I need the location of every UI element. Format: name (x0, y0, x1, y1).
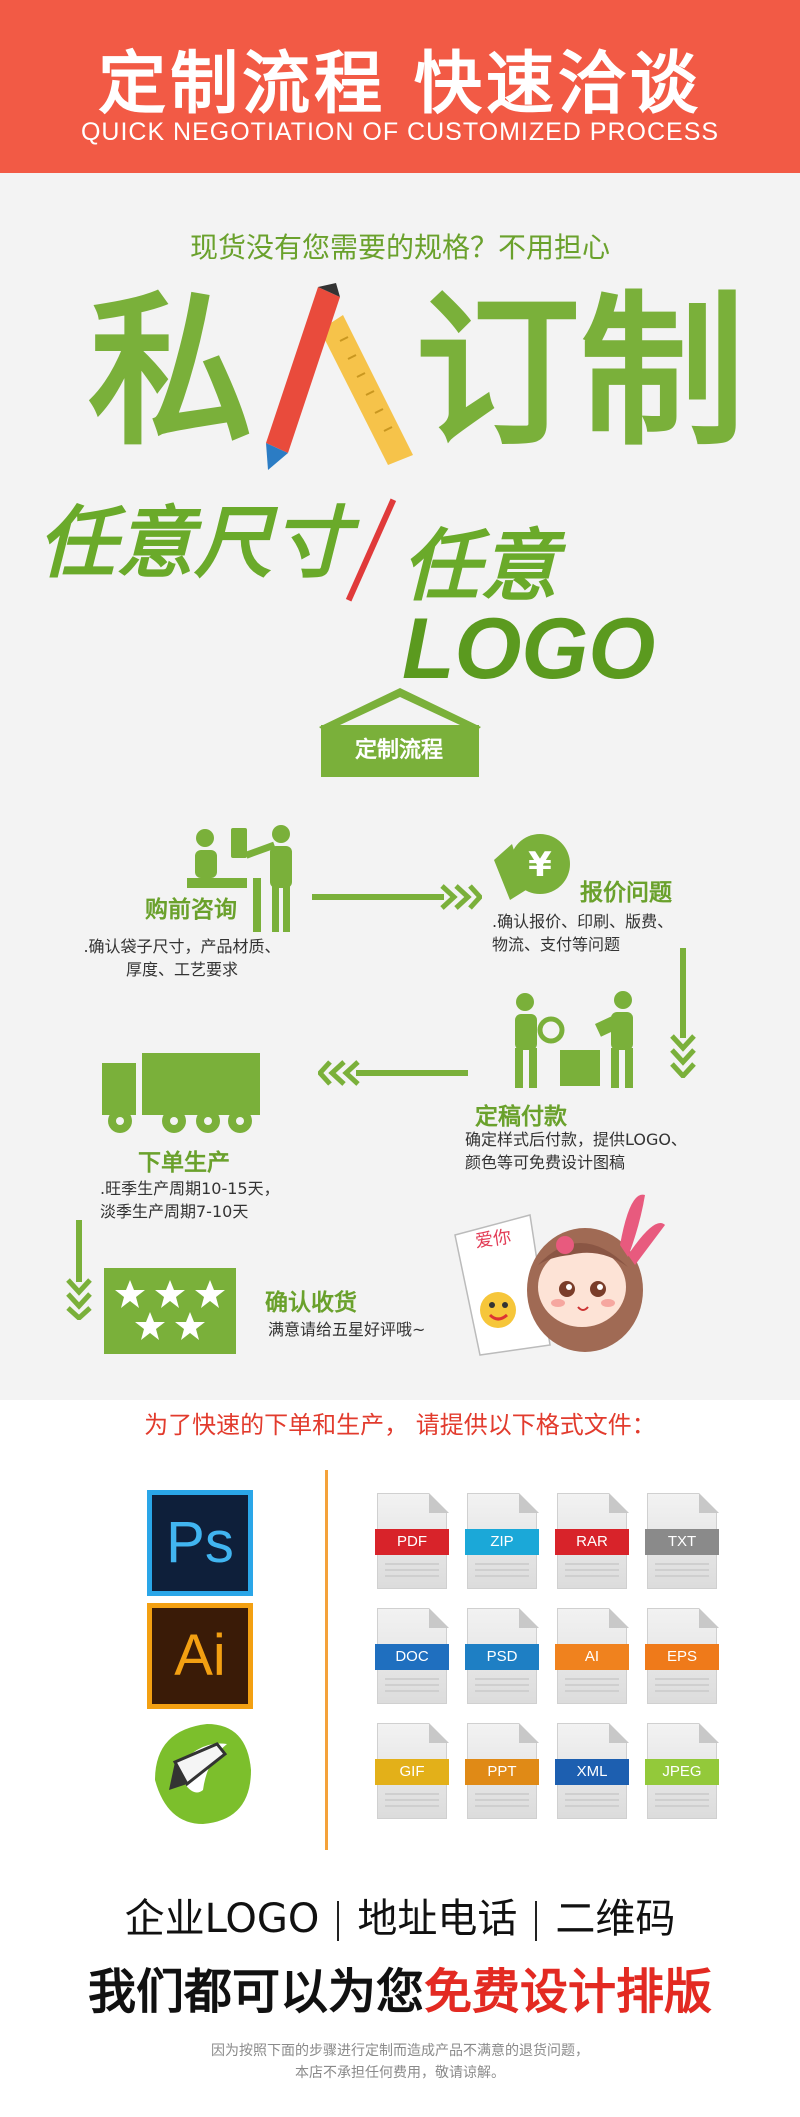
step-desc-line: 确定样式后付款，提供LOGO、 (465, 1130, 687, 1149)
big-title-char: 私 (88, 276, 253, 468)
file-format-doc-icon: DOC (375, 1608, 449, 1704)
free-design-prefix: 我们都可以为您 (87, 1964, 424, 2020)
slogan-any-logo: 任意LOGO (402, 528, 800, 692)
service-item-address: 地址电话 (357, 1896, 518, 1942)
page-subtitle: QUICK NEGOTIATION OF CUSTOMIZED PROCESS (80, 118, 720, 146)
coreldraw-icon (147, 1720, 253, 1826)
file-format-zip-icon: ZIP (465, 1493, 539, 1589)
header-banner: 定制流程 快速洽谈 QUICK NEGOTIATION OF CUSTOMIZE… (0, 0, 800, 173)
big-title-char: 制 (580, 276, 745, 468)
step-desc-line: 颜色等可免费设计图稿 (465, 1153, 626, 1172)
file-format-label: PDF (375, 1529, 449, 1555)
file-format-label: RAR (555, 1529, 629, 1555)
photoshop-icon: Ps (147, 1490, 253, 1596)
file-format-jpeg-icon: JPEG (645, 1723, 719, 1819)
service-list: 企业LOGO 地址电话二维码 (0, 1886, 800, 1944)
mascot-girl-illustration (454, 1194, 665, 1356)
format-notice: 为了快速的下单和生产， 请提供以下格式文件： (144, 1411, 656, 1439)
step-label-consultation: 购前咨询 (145, 897, 237, 923)
step-label-receipt: 确认收货 (265, 1290, 357, 1316)
step-desc-payment: 确定样式后付款，提供LOGO、 颜色等可免费设计图稿 (465, 1128, 687, 1174)
big-title-char: 订 (415, 276, 580, 468)
pencil-ruler-icon (266, 283, 413, 470)
illustrator-icon: Ai (147, 1603, 253, 1709)
step-desc-line: 淡季生产周期7-10天 (100, 1202, 249, 1221)
file-format-label: AI (555, 1644, 629, 1670)
file-format-label: TXT (645, 1529, 719, 1555)
file-format-ppt-icon: PPT (465, 1723, 539, 1819)
free-design-banner: 我们都可以为您免费设计排版 (0, 1952, 800, 2022)
step-desc-line: 物流、支付等问题 (492, 935, 621, 954)
mascot-love-text: 爱你 (473, 1226, 513, 1253)
file-format-label: PSD (465, 1644, 539, 1670)
custom-section-background (0, 173, 800, 1400)
consultation-icon (187, 825, 292, 932)
step-desc-receipt: 满意请给五星好评哦~ (268, 1320, 426, 1339)
file-format-label: ZIP (465, 1529, 539, 1555)
slogan-any-size: 任意尺寸 (38, 499, 351, 589)
free-design-highlight: 免费设计排版 (424, 1964, 713, 2020)
file-format-label: GIF (375, 1759, 449, 1785)
step-desc-line: .确认报价、印刷、版费、 (492, 912, 674, 931)
disclaimer-line: 本店不承担任何费用，敬请谅解。 (295, 2065, 505, 2081)
price-tag-icon: ¥ (494, 834, 570, 900)
file-format-label: DOC (375, 1644, 449, 1670)
file-format-label: JPEG (645, 1759, 719, 1785)
step-desc-production: .旺季生产周期10-15天， 淡季生产周期7-10天 (100, 1177, 280, 1223)
file-format-label: XML (555, 1759, 629, 1785)
arrow-down-icon (66, 1220, 92, 1320)
five-star-icon (104, 1268, 236, 1354)
process-title: 定制流程 (354, 738, 443, 763)
arrow-down-icon (670, 948, 696, 1078)
file-format-rar-icon: RAR (555, 1493, 629, 1589)
file-format-ai-icon: AI (555, 1608, 629, 1704)
step-desc-line: .旺季生产周期10-15天， (100, 1179, 280, 1198)
app-label: Ai (174, 1623, 226, 1688)
disclaimer: 因为按照下面的步骤进行定制而造成产品不满意的退货问题， 本店不承担任何费用，敬请… (0, 2040, 800, 2084)
step-desc-line: 厚度、工艺要求 (125, 960, 238, 979)
delivery-icon (515, 991, 633, 1088)
page-title: 定制流程 快速洽谈 (98, 45, 702, 124)
step-desc-quote: .确认报价、印刷、版费、 物流、支付等问题 (492, 910, 673, 956)
arrow-right-icon (312, 884, 482, 910)
step-label-production: 下单生产 (138, 1150, 230, 1176)
service-item-qrcode: 二维码 (555, 1896, 676, 1942)
service-separator (535, 1901, 538, 1941)
step-desc-consultation: .确认袋子尺寸，产品材质、 厚度、工艺要求 (62, 935, 302, 981)
arrow-left-icon (318, 1060, 468, 1086)
app-label: Ps (166, 1510, 234, 1575)
file-format-pdf-icon: PDF (375, 1493, 449, 1589)
file-format-eps-icon: EPS (645, 1608, 719, 1704)
slogan-logo-latin: LOGO (402, 601, 656, 697)
svg-text:¥: ¥ (528, 845, 552, 885)
format-divider (325, 1470, 328, 1850)
step-label-payment: 定稿付款 (475, 1104, 567, 1130)
file-format-label: EPS (645, 1644, 719, 1670)
worry-text: 现货没有您需要的规格？不用担心 (189, 231, 610, 264)
big-title: 私 人 订 制 (0, 270, 800, 480)
step-label-quote: 报价问题 (580, 880, 672, 906)
truck-icon (102, 1053, 260, 1133)
service-item-logo: 企业LOGO (124, 1896, 320, 1942)
step-desc-line: .确认袋子尺寸，产品材质、 (83, 937, 281, 956)
file-format-xml-icon: XML (555, 1723, 629, 1819)
file-format-label: PPT (465, 1759, 539, 1785)
file-format-psd-icon: PSD (465, 1608, 539, 1704)
service-separator (337, 1901, 340, 1941)
slogan-any-cn: 任意 (402, 522, 559, 612)
disclaimer-line: 因为按照下面的步骤进行定制而造成产品不满意的退货问题， (211, 2043, 589, 2059)
house-icon (319, 688, 481, 777)
file-format-gif-icon: GIF (375, 1723, 449, 1819)
file-format-txt-icon: TXT (645, 1493, 719, 1589)
